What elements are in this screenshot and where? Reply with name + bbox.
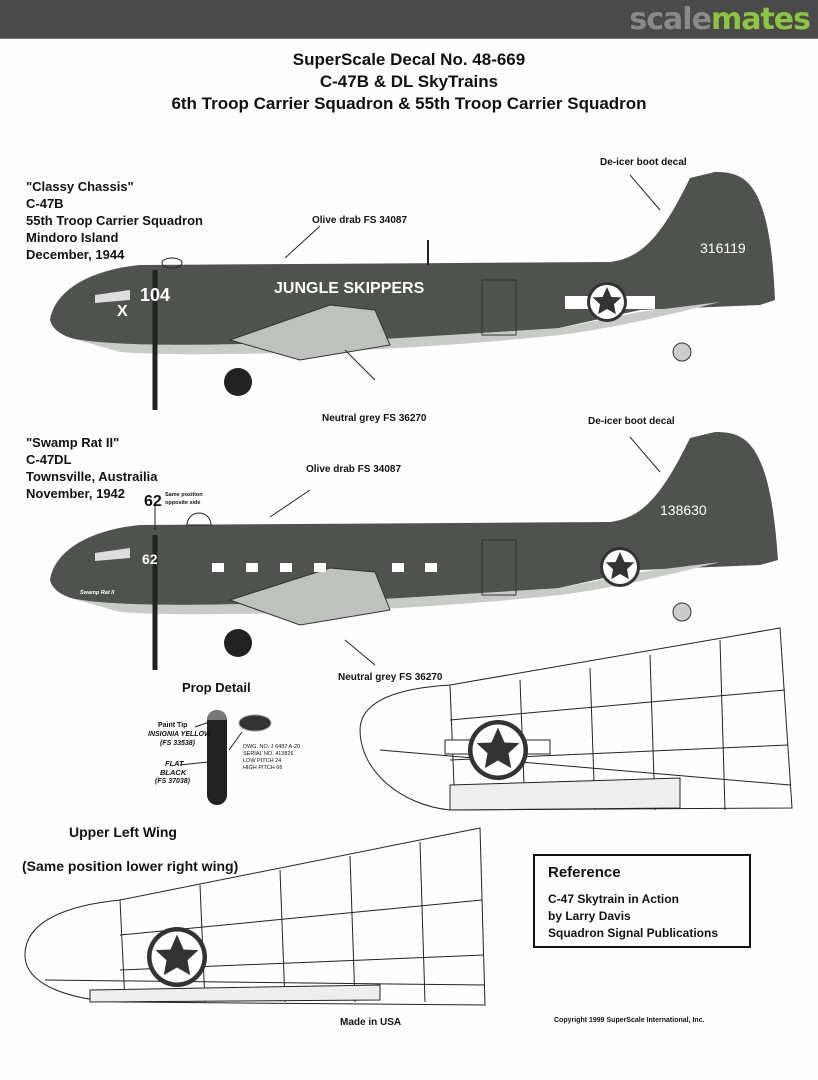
aircraft-2-profile [50, 432, 778, 670]
prop-blade-drawing [179, 710, 272, 805]
aircraft-1-type: C-47B [26, 196, 64, 211]
aircraft-1-date: December, 1944 [26, 247, 125, 262]
aircraft-2-tail-serial: 138630 [660, 502, 707, 518]
reference-line: C-47 Skytrain in Action [548, 892, 679, 906]
aircraft-1-fuselage-name: JUNGLE SKIPPERS [274, 280, 425, 297]
aircraft-1-tail-serial: 316119 [700, 240, 746, 256]
aircraft-2-date: November, 1942 [26, 486, 126, 501]
made-in-usa: Made in USA [340, 1017, 402, 1028]
prop-black: BLACK [160, 768, 187, 777]
site-header: scalemates [0, 0, 818, 39]
copyright: Copyright 1999 SuperScale International,… [554, 1017, 705, 1024]
aircraft-1-profile [50, 172, 775, 410]
prop-data-plate-line: LOW PITCH 24 [243, 758, 282, 764]
aircraft-1-location: Mindoro Island [26, 230, 119, 245]
reference-line: by Larry Davis [548, 909, 631, 923]
reference-title: Reference [548, 864, 621, 881]
aircraft-2-deicer-callout: De-icer boot decal [588, 416, 675, 427]
aircraft-1-nose-number: 104 [140, 285, 171, 305]
reference-line: Squadron Signal Publications [548, 926, 719, 940]
prop-flat: FLAT [165, 759, 184, 768]
prop-detail-title: Prop Detail [182, 680, 251, 695]
sheet-title: SuperScale Decal No. 48-669 [292, 50, 526, 69]
aircraft-1-olive-callout: Olive drab FS 34087 [312, 215, 408, 226]
aircraft-2-grey-callout: Neutral grey FS 36270 [338, 672, 443, 683]
prop-fs-black: (FS 37038) [155, 778, 191, 785]
prop-insignia-yellow: INSIGNIA YELLOW [148, 731, 211, 738]
aircraft-2-name: "Swamp Rat II" [26, 435, 120, 450]
prop-paint-tip: Paint Tip [158, 722, 188, 729]
aircraft-2-callout-number: 62 [144, 493, 162, 510]
sheet-subtitle: C-47B & DL SkyTrains [319, 72, 499, 91]
aircraft-2-olive-callout: Olive drab FS 34087 [306, 464, 402, 475]
reference-box: Reference C-47 Skytrain in Action by Lar… [533, 854, 751, 948]
aircraft-2-location: Townsville, Austrailia [26, 469, 158, 484]
aircraft-2-opposite-side: opposite side [165, 500, 201, 506]
wing-drawing-left [24, 827, 486, 1006]
aircraft-1-unit: 55th Troop Carrier Squadron [26, 213, 203, 228]
prop-data-plate-line: SERIAL NO. 413826 [243, 751, 294, 757]
wing-drawing-right [359, 627, 793, 811]
prop-data-plate-line: HIGH PITCH 66 [243, 765, 283, 771]
aircraft-2-nose-number: 62 [142, 551, 158, 567]
aircraft-1-grey-callout: Neutral grey FS 36270 [322, 413, 427, 424]
scalemates-logo[interactable]: scalemates [629, 2, 811, 37]
wing-subtitle: (Same position lower right wing) [22, 858, 239, 874]
aircraft-2-nose-art: Swamp Rat II [80, 590, 115, 596]
aircraft-2-type: C-47DL [26, 452, 72, 467]
aircraft-2-same-position: Same position [165, 492, 203, 498]
prop-fs-yellow: (FS 33538) [160, 740, 196, 747]
aircraft-1-deicer-callout: De-icer boot decal [600, 157, 687, 168]
wing-title: Upper Left Wing [69, 824, 177, 840]
aircraft-1-nose-letter: X [117, 303, 128, 320]
prop-data-plate-line: DWG. NO. J 6487 A-20 [243, 744, 301, 750]
aircraft-1-name: "Classy Chassis" [26, 179, 134, 194]
sheet-units: 6th Troop Carrier Squadron & 55th Troop … [171, 94, 647, 113]
